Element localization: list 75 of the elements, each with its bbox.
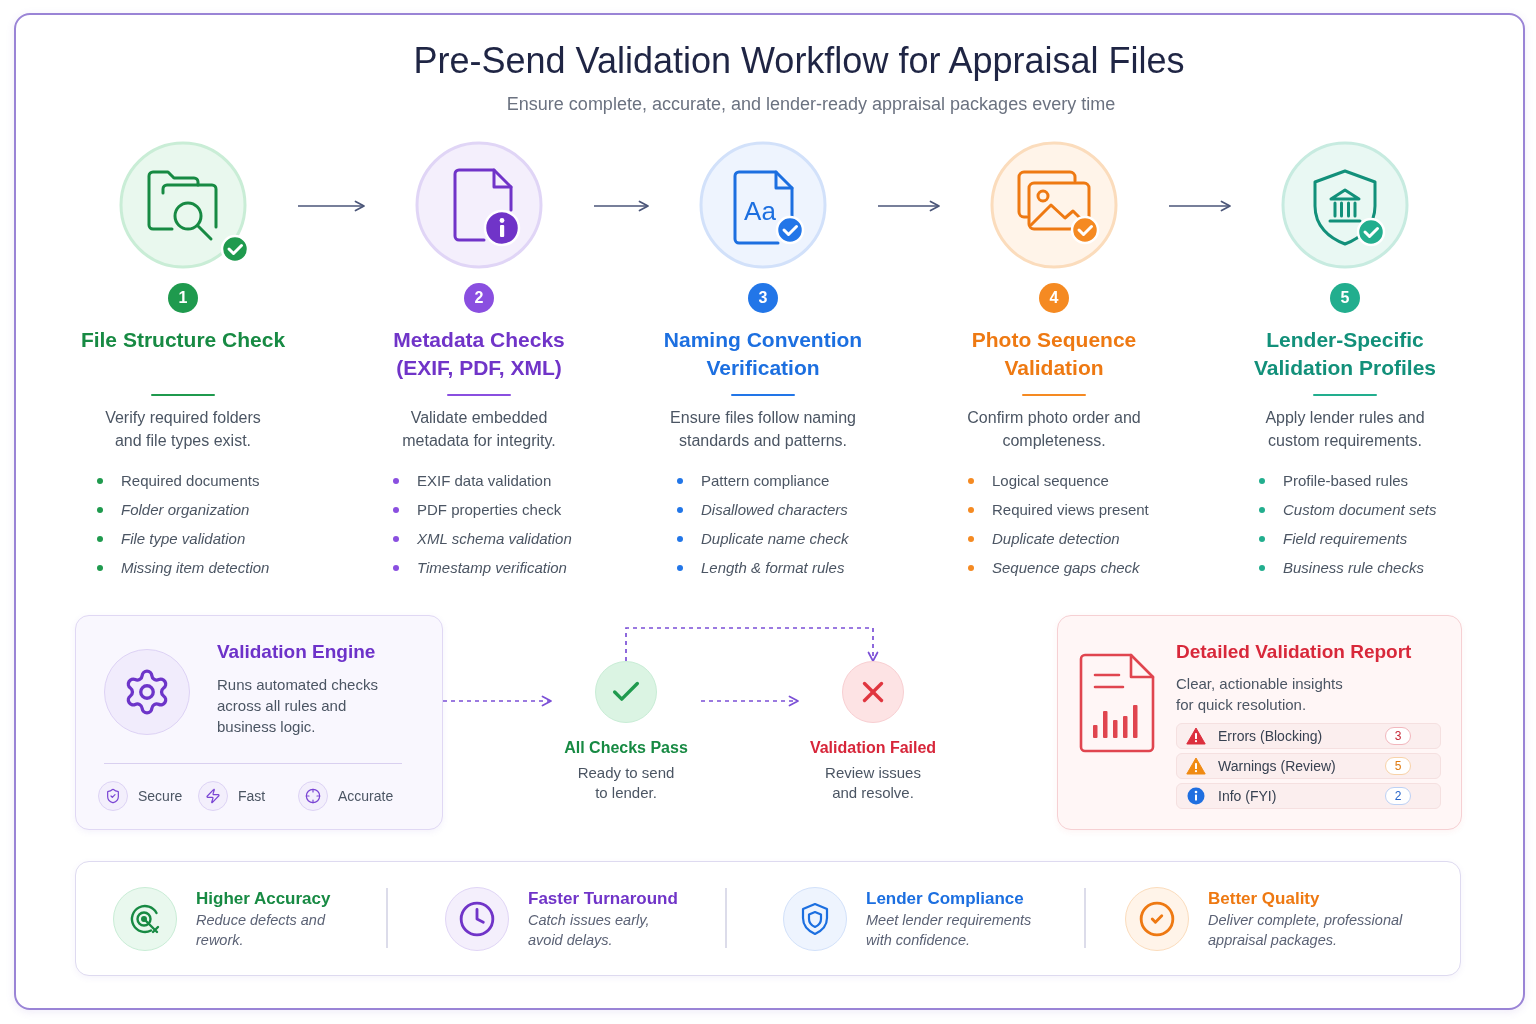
bullet-text: Custom document sets: [1283, 499, 1437, 520]
step-description: Validate embedded metadata for integrity.: [401, 408, 557, 451]
outcome-title: Validation Failed: [809, 738, 937, 758]
subtitle: Ensure complete, accurate, and lender-ready appraisal packages every time: [506, 93, 1116, 115]
step-number: 4: [1039, 283, 1069, 313]
row-label: Info (FYI): [1218, 787, 1278, 805]
row-label: Warnings (Review): [1218, 757, 1337, 775]
bullet-text: Timestamp verification: [417, 557, 567, 578]
benefit-title: Faster Turnaround: [528, 887, 678, 910]
diagram-title: Pre-Send Validation Workflow for Appraisal Files: [413, 40, 1185, 82]
bullet-text: PDF properties check: [417, 499, 562, 520]
benefit-title: Lender Compliance: [866, 887, 1024, 910]
step-title: Metadata Checks (EXIF, PDF, XML): [392, 327, 566, 381]
outcome-description: Review issues and resolve.: [824, 763, 922, 803]
bullet-text: Duplicate detection: [992, 528, 1120, 549]
bullet-text: XML schema validation: [417, 528, 572, 549]
bullet-text: Pattern compliance: [701, 470, 830, 491]
step-number: 2: [464, 283, 494, 313]
issue-count: 5: [1385, 757, 1411, 775]
bullet-text: Profile-based rules: [1283, 470, 1409, 491]
benefit-description: Reduce defects and rework.: [196, 910, 327, 950]
feature-label: Secure: [138, 787, 183, 805]
report-card: [1057, 615, 1462, 830]
issue-count: 3: [1385, 727, 1411, 745]
step-description: Ensure files follow naming standards and patterns.: [669, 408, 857, 451]
step-title: Lender-Specific Validation Profiles: [1252, 327, 1438, 381]
bullet-text: File type validation: [121, 528, 246, 549]
engine-card: [75, 615, 443, 830]
benefit-description: Deliver complete, professional appraisal packages.: [1208, 910, 1404, 950]
step-number: 3: [748, 283, 778, 313]
bullet-text: Missing item detection: [121, 557, 270, 578]
bullet-text: Business rule checks: [1283, 557, 1424, 578]
bullet-text: EXIF data validation: [417, 470, 552, 491]
outcome-description: Ready to send to lender.: [576, 763, 676, 803]
feature-label: Fast: [238, 787, 266, 805]
dashed-arrow: [625, 627, 879, 662]
benefit-description: Catch issues early, avoid delays.: [528, 910, 651, 950]
card-description: Clear, actionable insights for quick resolution.: [1176, 673, 1344, 715]
step-number: 1: [168, 283, 198, 313]
step-number: 5: [1330, 283, 1360, 313]
arrow: [297, 200, 365, 212]
card-title: Validation Engine: [217, 640, 376, 664]
report-row: [1176, 723, 1441, 749]
dashed-arrow: [442, 695, 552, 707]
bullet-text: Sequence gaps check: [992, 557, 1140, 578]
step-description: Apply lender rules and custom requirements.: [1264, 408, 1426, 451]
card-description: Runs automated checks across all rules and business logic.: [217, 674, 379, 737]
bullet-text: Disallowed characters: [701, 499, 848, 520]
bullet-text: Duplicate name check: [701, 528, 849, 549]
bullet-text: Folder organization: [121, 499, 250, 520]
arrow: [593, 200, 649, 212]
step-description: Confirm photo order and completeness.: [966, 408, 1142, 451]
step-description: Verify required folders and file types exist.: [104, 408, 262, 451]
dashed-arrow: [700, 695, 799, 707]
bullet-text: Field requirements: [1283, 528, 1408, 549]
outcome-title: All Checks Pass: [564, 738, 688, 758]
report-row: [1176, 753, 1441, 779]
arrow: [877, 200, 940, 212]
step-title: Photo Sequence Validation: [970, 327, 1138, 381]
arrow: [1168, 200, 1231, 212]
row-label: Errors (Blocking): [1218, 727, 1324, 745]
bullet-text: Required documents: [121, 470, 260, 491]
feature-label: Accurate: [338, 787, 394, 805]
step-title: File Structure Check: [80, 327, 286, 353]
benefit-title: Higher Accuracy: [196, 887, 331, 910]
benefits-panel: [75, 861, 1461, 976]
bullet-text: Required views present: [992, 499, 1149, 520]
report-row: [1176, 783, 1441, 809]
issue-count: 2: [1385, 787, 1411, 805]
benefit-description: Meet lender requirements with confidence.: [866, 910, 1033, 950]
bullet-text: Length & format rules: [701, 557, 845, 578]
step-title: Naming Convention Verification: [662, 327, 864, 381]
bullet-text: Logical sequence: [992, 470, 1109, 491]
benefit-title: Better Quality: [1208, 887, 1320, 910]
card-title: Detailed Validation Report: [1176, 640, 1413, 664]
